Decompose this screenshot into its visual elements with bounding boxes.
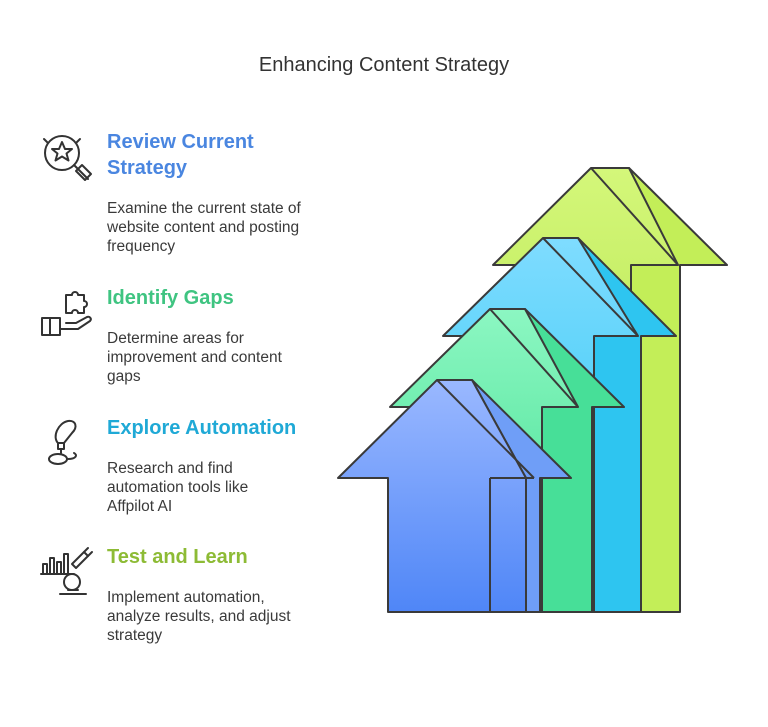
magnifier-star-icon [38, 129, 96, 187]
hand-puzzle-icon [38, 285, 96, 343]
step-heading: Explore Automation [107, 417, 297, 439]
step-explore-automation: Explore Automation Research and find aut… [38, 415, 338, 525]
step-description: Examine the current state of website con… [107, 200, 301, 255]
step-review-current-strategy: Review Current Strategy Examine the curr… [38, 129, 338, 259]
step-heading: Identify Gaps [107, 287, 234, 309]
step-identify-gaps: Identify Gaps Determine areas for improv… [38, 285, 338, 395]
arrows-graphic [337, 167, 728, 613]
page-title: Enhancing Content Strategy [258, 54, 510, 76]
step-description: Implement automation, analyze results, a… [107, 589, 291, 644]
step-description: Research and find automation tools like … [107, 460, 249, 515]
step-heading: Test and Learn [107, 546, 248, 568]
automation-icon [38, 415, 96, 473]
step-description: Determine areas for improvement and cont… [107, 330, 282, 385]
step-test-and-learn: Test and Learn Implement automation, ana… [38, 544, 338, 654]
step-heading: Review Current Strategy [107, 131, 254, 179]
chart-microscope-icon [38, 544, 96, 602]
arrow-review-current-strategy [337, 379, 572, 613]
